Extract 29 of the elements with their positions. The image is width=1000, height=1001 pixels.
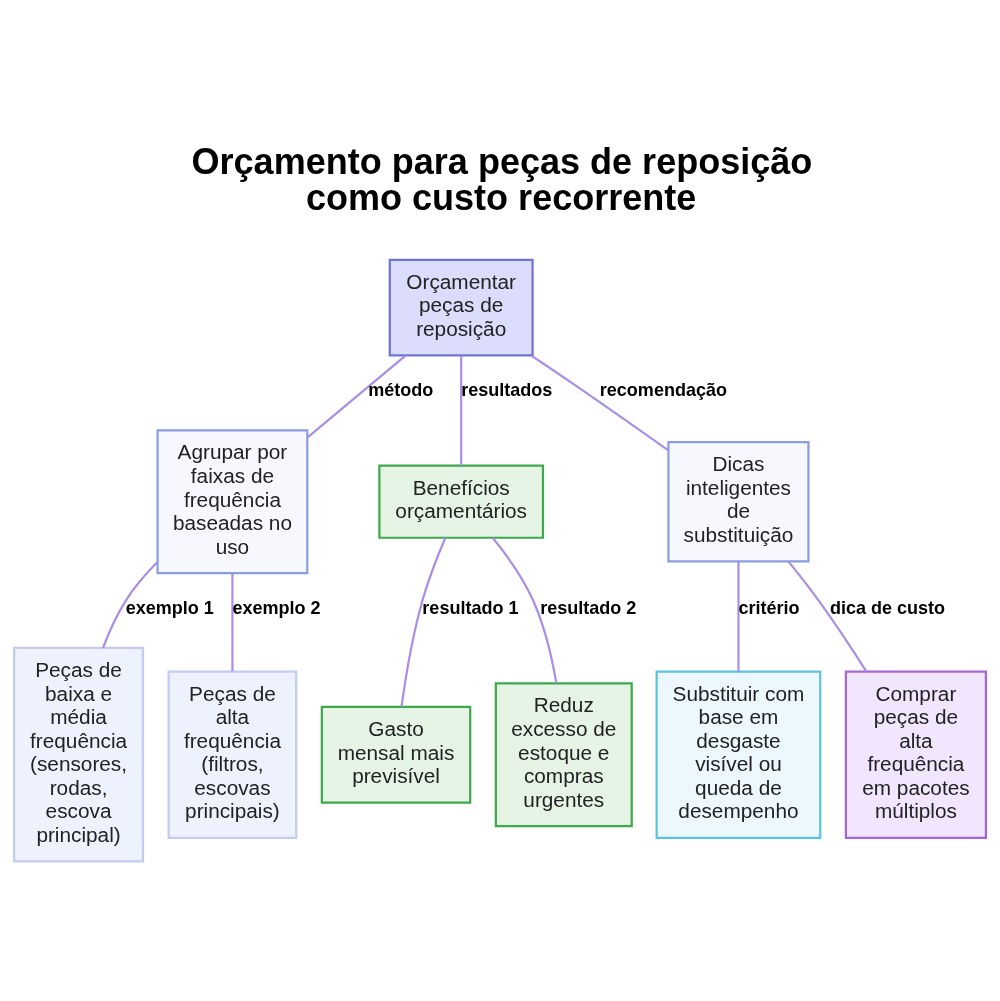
edge-label: resultado 1 — [422, 597, 519, 618]
node-box: Reduz excesso de estoque e compras urgentes — [494, 681, 633, 827]
node-box: Comprar peças de alta frequência em pacotes múltiplos — [844, 669, 988, 839]
node-box: Substituir com base em desgaste visível ou queda de desempenho — [655, 669, 822, 839]
edge-label: recomendação — [599, 379, 727, 400]
edge-label: exemplo 2 — [232, 597, 321, 618]
edge-label: resultados — [461, 379, 553, 400]
node-box: Peças de baixa e média frequência (sensores, rodas, escova principal) — [12, 646, 145, 863]
connector — [787, 560, 868, 672]
edge-label: resultado 2 — [540, 597, 637, 618]
node-box: Orçamentar peças de reposição — [388, 258, 534, 357]
edge-label: exemplo 1 — [125, 597, 214, 618]
connector — [400, 536, 447, 707]
connector — [231, 572, 234, 671]
connector — [491, 536, 558, 683]
node-box: Agrupar por faixas de frequência baseadas no uso — [156, 428, 309, 574]
edge-label: critério — [738, 597, 800, 618]
node-box: Gasto mensal mais previsível — [320, 705, 472, 804]
connector — [531, 354, 669, 451]
connector — [306, 354, 406, 438]
node-box: Dicas inteligentes de substituição — [667, 440, 810, 562]
connector — [737, 561, 740, 671]
connector — [460, 355, 463, 465]
edge-label: dica de custo — [829, 597, 946, 618]
node-box: Peças de alta frequência (filtros, escovas principais) — [167, 669, 298, 839]
diagram-title: Orçamento para peças de reposição como custo recorrente — [191, 140, 813, 218]
node-box: Benefícios orçamentários — [378, 464, 545, 539]
connector — [102, 560, 159, 648]
edge-label: método — [368, 379, 434, 400]
